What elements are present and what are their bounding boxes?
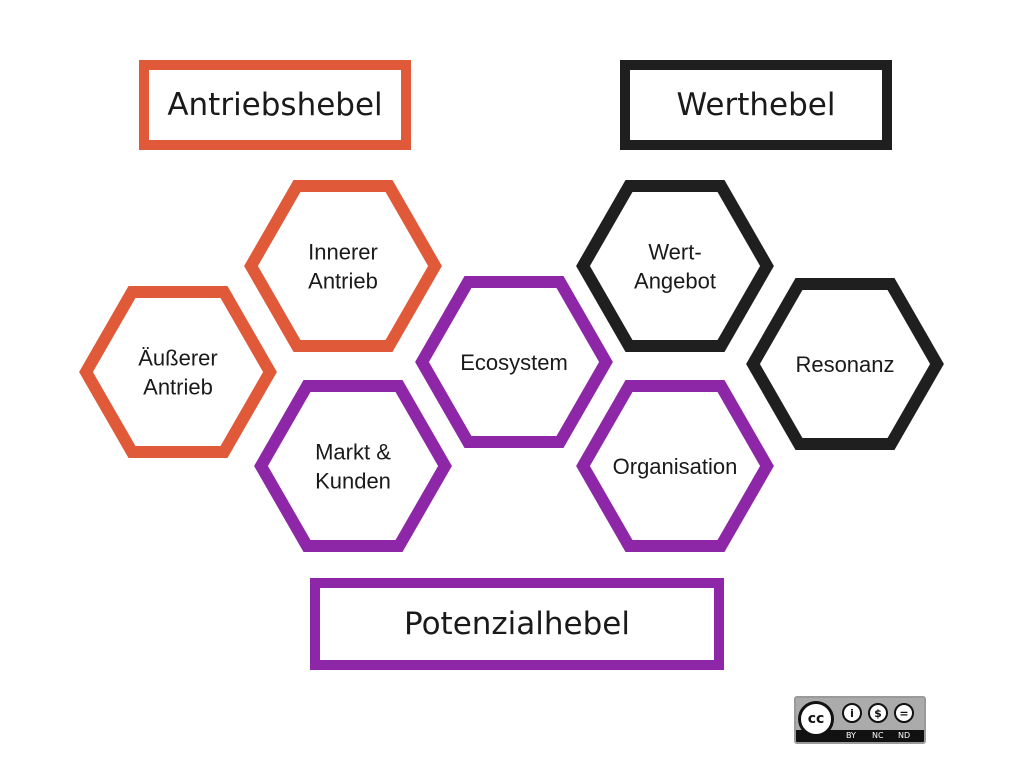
hexagon-aeusserer-antrieb-shape [79, 286, 277, 458]
hexagon-innerer-antrieb-shape [244, 180, 442, 352]
cc-license-band [796, 730, 924, 742]
hexagon-wert-angebot-label-line: Angebot [634, 269, 716, 294]
cc-tag-by: BY [846, 731, 856, 740]
cc-license-badge: cc i $ = BY NC ND [794, 696, 926, 744]
hexagon-innerer-antrieb-label-line: Antrieb [308, 269, 378, 294]
hexagon-ecosystem: Ecosystem [415, 276, 613, 448]
hexagon-organisation-label-line: Organisation [613, 454, 738, 479]
category-label-werthebel-text: Werthebel [676, 87, 836, 123]
category-label-werthebel: Werthebel [620, 60, 892, 150]
hexagon-markt-kunden-shape [254, 380, 452, 552]
hexagon-markt-kunden-label-line: Markt & [315, 440, 391, 465]
hexagon-wert-angebot-shape [576, 180, 774, 352]
category-label-potenzialhebel-text: Potenzialhebel [403, 606, 630, 642]
cc-tag-nc: NC [872, 731, 884, 740]
category-label-antriebshebel-text: Antriebshebel [167, 87, 383, 123]
hexagon-aeusserer-antrieb-label-line: Antrieb [143, 375, 213, 400]
hexagon-wert-angebot: Wert- Angebot [576, 180, 774, 352]
hexagon-ecosystem-shape [415, 276, 613, 448]
hexagon-markt-kunden: Markt & Kunden [254, 380, 452, 552]
hexagon-innerer-antrieb-label-line: Innerer [308, 240, 378, 265]
by-icon: i [842, 703, 862, 723]
category-label-antriebshebel: Antriebshebel [139, 60, 411, 150]
hexagon-resonanz-shape [746, 278, 944, 450]
hexagon-ecosystem-label-line: Ecosystem [460, 350, 568, 375]
cc-tag-nd: ND [898, 731, 911, 740]
hexagon-markt-kunden-label-line: Kunden [315, 469, 391, 494]
hexagon-resonanz-label-line: Resonanz [795, 352, 894, 377]
hexagon-organisation-shape [576, 380, 774, 552]
hexagon-organisation: Organisation [576, 380, 774, 552]
hexagon-wert-angebot-label-line: Wert- [648, 240, 701, 265]
nd-icon: = [894, 703, 914, 723]
cc-logo-icon: cc [798, 701, 834, 737]
category-label-potenzialhebel: Potenzialhebel [310, 578, 724, 670]
hexagon-aeusserer-antrieb-label-line: Äußerer [138, 346, 217, 371]
nc-icon: $ [868, 703, 888, 723]
hexagon-resonanz: Resonanz [746, 278, 944, 450]
